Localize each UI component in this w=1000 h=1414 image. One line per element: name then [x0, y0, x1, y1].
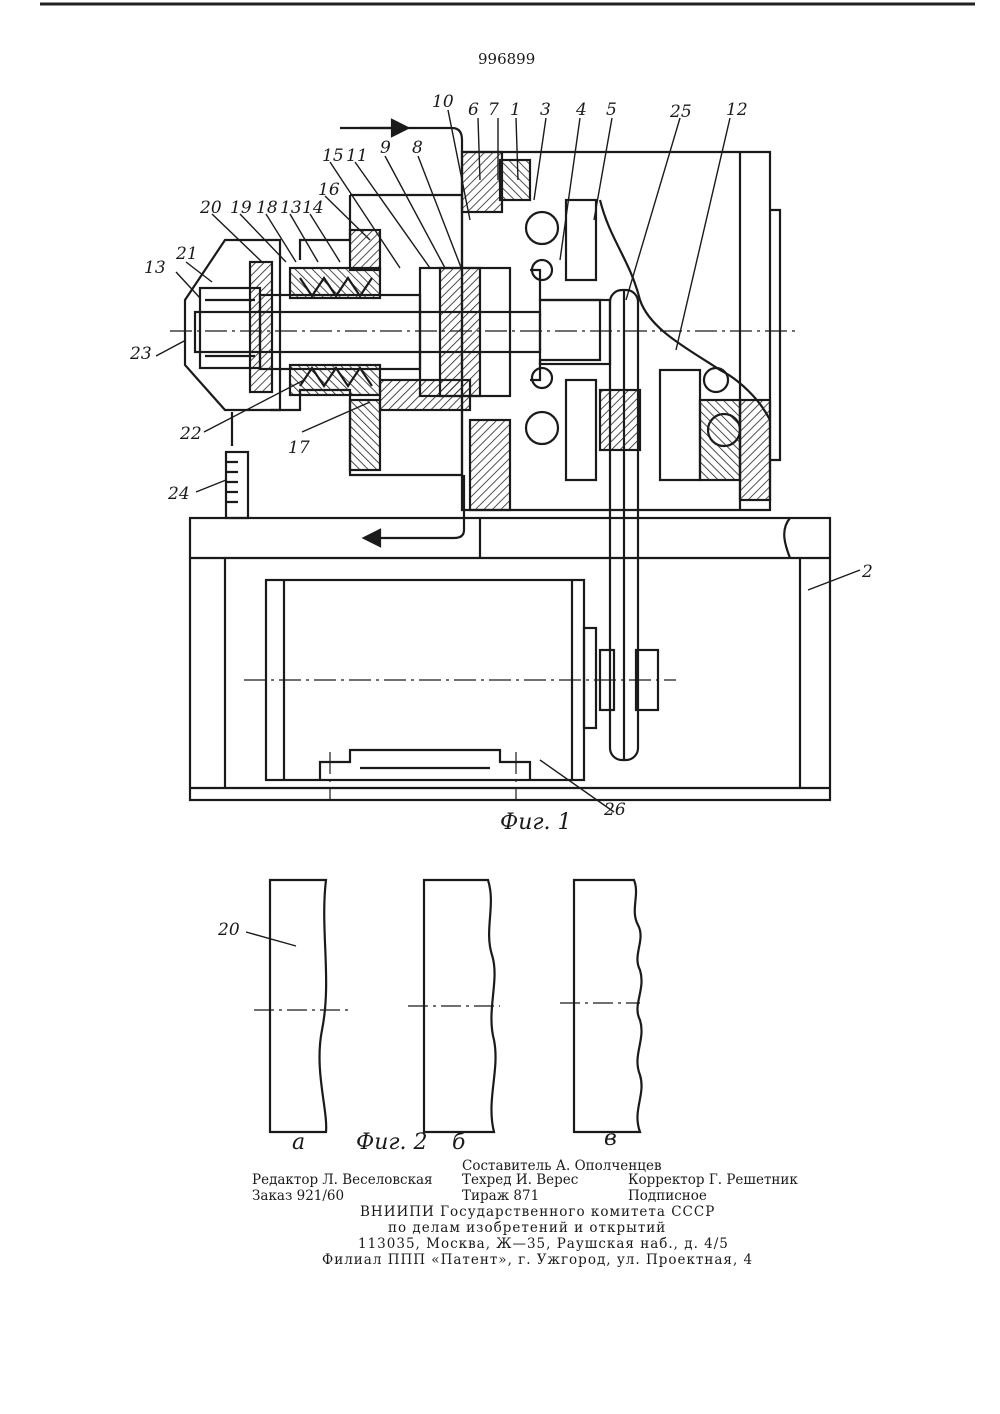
colophon-branch: Филиал ППП «Патент», г. Ужгород, ул. Про… [322, 1252, 753, 1268]
fig1-label-13-lower: 13 [144, 258, 166, 278]
fig1-label-11: 11 [346, 146, 368, 166]
fig1-label-7: 7 [488, 100, 499, 120]
fig1-label-5: 5 [606, 100, 617, 120]
fig1-label-17: 17 [288, 438, 310, 458]
fig1-label-13-upper: 13 [280, 198, 302, 218]
fig1-label-8: 8 [412, 138, 423, 158]
colophon-address: 113035, Москва, Ж—35, Раушская наб., д. … [358, 1236, 729, 1252]
fig1-label-18: 18 [256, 198, 278, 218]
colophon-corrector: Корректор Г. Решетник [628, 1172, 798, 1188]
fig1-label-26: 26 [604, 800, 626, 820]
fig1-label-24: 24 [168, 484, 190, 504]
fig2-sub-a: а [292, 1130, 305, 1155]
fig1-label-19: 19 [230, 198, 252, 218]
fig1-shaft [195, 262, 610, 396]
colophon-subscription: Подписное [628, 1188, 707, 1204]
fig1-label-14: 14 [302, 198, 324, 218]
fig1-label-1: 1 [510, 100, 521, 120]
colophon-org-line2: по делам изобретений и открытий [388, 1220, 666, 1236]
colophon-order: Заказ 921/60 [252, 1188, 344, 1204]
colophon-org-line1: ВНИИПИ Государственного комитета СССР [360, 1204, 715, 1220]
fig1-label-10: 10 [432, 92, 454, 112]
fig1-label-2: 2 [862, 562, 873, 582]
fig2-panel-a [270, 880, 326, 1132]
fig2-caption: Фиг. 2 [356, 1130, 428, 1155]
fig1-label-9: 9 [380, 138, 391, 158]
patent-number: 996899 [478, 50, 535, 68]
fig1-label-23: 23 [130, 344, 152, 364]
fig1-label-20: 20 [200, 198, 222, 218]
fig1-scale [226, 412, 248, 518]
fig2-part-label: 20 [218, 920, 240, 940]
fig1-label-6: 6 [468, 100, 479, 120]
fig1-label-22: 22 [180, 424, 202, 444]
colophon-techred: Техред И. Верес [462, 1172, 578, 1188]
fig1-label-16: 16 [318, 180, 340, 200]
fig1-base-frame [190, 518, 830, 800]
fig1-label-25: 25 [670, 102, 692, 122]
fig1-label-12: 12 [726, 100, 748, 120]
fig2-panels [246, 880, 642, 1132]
fig2-sub-b: б [452, 1130, 465, 1155]
fig2-sub-c: в [604, 1126, 617, 1151]
fig1-label-3: 3 [540, 100, 551, 120]
fig2-panel-c [574, 880, 642, 1132]
fig1-label-21: 21 [176, 244, 198, 264]
fig1-caption: Фиг. 1 [500, 810, 572, 835]
colophon-editor: Редактор Л. Веселовская [252, 1172, 433, 1188]
fig1-label-15: 15 [322, 146, 344, 166]
fig1-label-4: 4 [576, 100, 587, 120]
colophon-circulation: Тираж 871 [462, 1188, 539, 1204]
